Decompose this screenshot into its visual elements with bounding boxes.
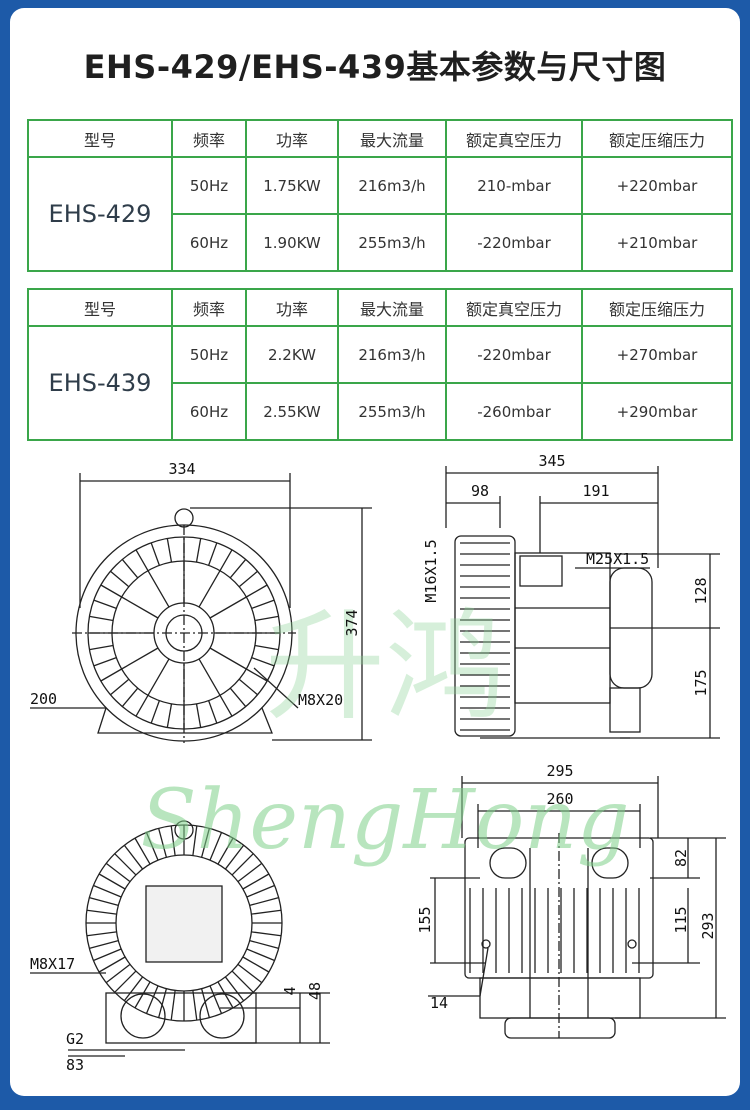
table-header-row: 型号 频率 功率 最大流量 额定真空压力 额定压缩压力	[27, 288, 733, 327]
dim-front-height: 374	[343, 609, 361, 636]
freq-cell: 60Hz	[171, 213, 247, 272]
watermark-text: ShengHong	[141, 773, 630, 868]
dim-side-upper: 128	[692, 577, 710, 604]
table-row: 60Hz 2.55KW 255m3/h -260mbar +290mbar	[28, 382, 733, 441]
power-cell: 1.90KW	[245, 213, 339, 272]
vacuum-cell: -220mbar	[445, 213, 583, 272]
compression-cell: +290mbar	[581, 382, 733, 441]
spec-table-ehs-439: 型号 频率 功率 最大流量 额定真空压力 额定压缩压力 EHS-439 50Hz…	[27, 288, 733, 441]
page-title: EHS-429/EHS-439基本参数与尺寸图	[83, 48, 667, 86]
dim-side-right: 191	[582, 482, 609, 500]
flow-cell: 216m3/h	[337, 156, 447, 215]
freq-cell: 60Hz	[171, 382, 247, 441]
flow-cell: 216m3/h	[337, 325, 447, 384]
header-vacuum: 额定真空压力	[445, 119, 583, 158]
dim-front-left: 200	[30, 690, 57, 708]
dim-side-total: 345	[538, 452, 565, 470]
header-frequency: 频率	[171, 119, 247, 158]
power-cell: 1.75KW	[245, 156, 339, 215]
watermark-chars: 升鸿	[265, 598, 505, 737]
header-vacuum: 额定真空压力	[445, 288, 583, 327]
dim-bottom-295: 295	[546, 762, 573, 780]
dim-side-left: 98	[471, 482, 489, 500]
compression-cell: +270mbar	[581, 325, 733, 384]
vacuum-cell: -220mbar	[445, 325, 583, 384]
header-max-flow: 最大流量	[337, 288, 447, 327]
table-row: 60Hz 1.90KW 255m3/h -220mbar +210mbar	[28, 213, 733, 272]
dim-bottom-293: 293	[699, 912, 717, 939]
dim-front-width: 334	[168, 460, 195, 478]
product-card: EHS-429/EHS-439基本参数与尺寸图 型号 频率 功率 最大流量 额定…	[10, 8, 740, 1096]
header-frequency: 频率	[171, 288, 247, 327]
freq-cell: 50Hz	[171, 325, 247, 384]
dim-front-bolt: M8X20	[298, 691, 343, 709]
dim-side-m16: M16X1.5	[422, 539, 440, 602]
header-compression: 额定压缩压力	[581, 119, 733, 158]
bottom-view	[464, 833, 654, 1039]
vacuum-cell: 210-mbar	[445, 156, 583, 215]
dim-side-m25: M25X1.5	[586, 550, 649, 568]
vacuum-cell: -260mbar	[445, 382, 583, 441]
bottom-fins	[469, 888, 640, 973]
compression-cell: +210mbar	[581, 213, 733, 272]
dim-rear-g2: G2	[66, 1030, 84, 1048]
rear-fins	[86, 825, 282, 1021]
dim-rear-83: 83	[66, 1056, 84, 1074]
header-power: 功率	[245, 288, 339, 327]
header-max-flow: 最大流量	[337, 119, 447, 158]
power-cell: 2.2KW	[245, 325, 339, 384]
model-cell: EHS-429	[27, 156, 173, 272]
model-cell: EHS-439	[27, 325, 173, 441]
dim-bottom-82: 82	[672, 849, 690, 867]
header-power: 功率	[245, 119, 339, 158]
side-fins	[460, 542, 510, 731]
dim-side-lower: 175	[692, 669, 710, 696]
power-cell: 2.55KW	[245, 382, 339, 441]
header-compression: 额定压缩压力	[581, 288, 733, 327]
front-fins	[88, 537, 280, 729]
dim-rear-48: 48	[306, 982, 324, 1000]
header-model: 型号	[27, 288, 173, 327]
spec-table-ehs-429: 型号 频率 功率 最大流量 额定真空压力 额定压缩压力 EHS-429 50Hz…	[27, 119, 733, 272]
dim-rear-4: 4	[281, 986, 299, 995]
dimension-drawings: 升鸿 ShengHong 334 374 200 M8X20 345 98 19…	[30, 452, 726, 1074]
freq-cell: 50Hz	[171, 156, 247, 215]
flow-cell: 255m3/h	[337, 213, 447, 272]
table-row: EHS-429 50Hz 1.75KW 216m3/h 210-mbar +22…	[27, 156, 733, 272]
dim-bottom-14: 14	[430, 994, 448, 1012]
flow-cell: 255m3/h	[337, 382, 447, 441]
dim-bottom-260: 260	[546, 790, 573, 808]
table-row: EHS-439 50Hz 2.2KW 216m3/h -220mbar +270…	[27, 325, 733, 441]
table-header-row: 型号 频率 功率 最大流量 额定真空压力 额定压缩压力	[27, 119, 733, 158]
header-model: 型号	[27, 119, 173, 158]
compression-cell: +220mbar	[581, 156, 733, 215]
dim-rear-bolt: M8X17	[30, 955, 75, 973]
dim-bottom-115: 115	[672, 906, 690, 933]
dim-bottom-155: 155	[416, 906, 434, 933]
